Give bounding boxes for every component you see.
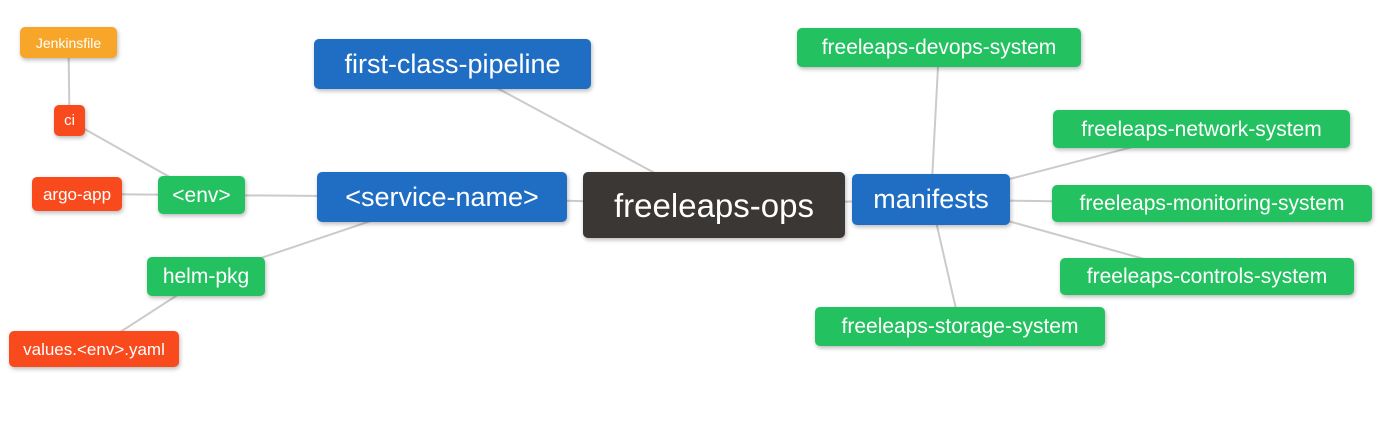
node-freeleaps-controls-system[interactable]: freeleaps-controls-system — [1060, 258, 1354, 295]
node-freeleaps-network-system[interactable]: freeleaps-network-system — [1053, 110, 1350, 148]
node-freeleaps-storage-system[interactable]: freeleaps-storage-system — [815, 307, 1105, 346]
node-argo-app[interactable]: argo-app — [32, 177, 122, 211]
node-freeleaps-monitoring-system[interactable]: freeleaps-monitoring-system — [1052, 185, 1372, 222]
node-manifests[interactable]: manifests — [852, 174, 1010, 225]
node-env[interactable]: <env> — [158, 176, 245, 214]
node-freeleaps-devops-system[interactable]: freeleaps-devops-system — [797, 28, 1081, 67]
node-values-env-yaml[interactable]: values.<env>.yaml — [9, 331, 179, 367]
node-helm-pkg[interactable]: helm-pkg — [147, 257, 265, 296]
node-ci[interactable]: ci — [54, 105, 85, 136]
node-jenkinsfile[interactable]: Jenkinsfile — [20, 27, 117, 58]
node-freeleaps-ops[interactable]: freeleaps-ops — [583, 172, 845, 238]
node-first-class-pipeline[interactable]: first-class-pipeline — [314, 39, 591, 89]
node-service-name[interactable]: <service-name> — [317, 172, 567, 222]
